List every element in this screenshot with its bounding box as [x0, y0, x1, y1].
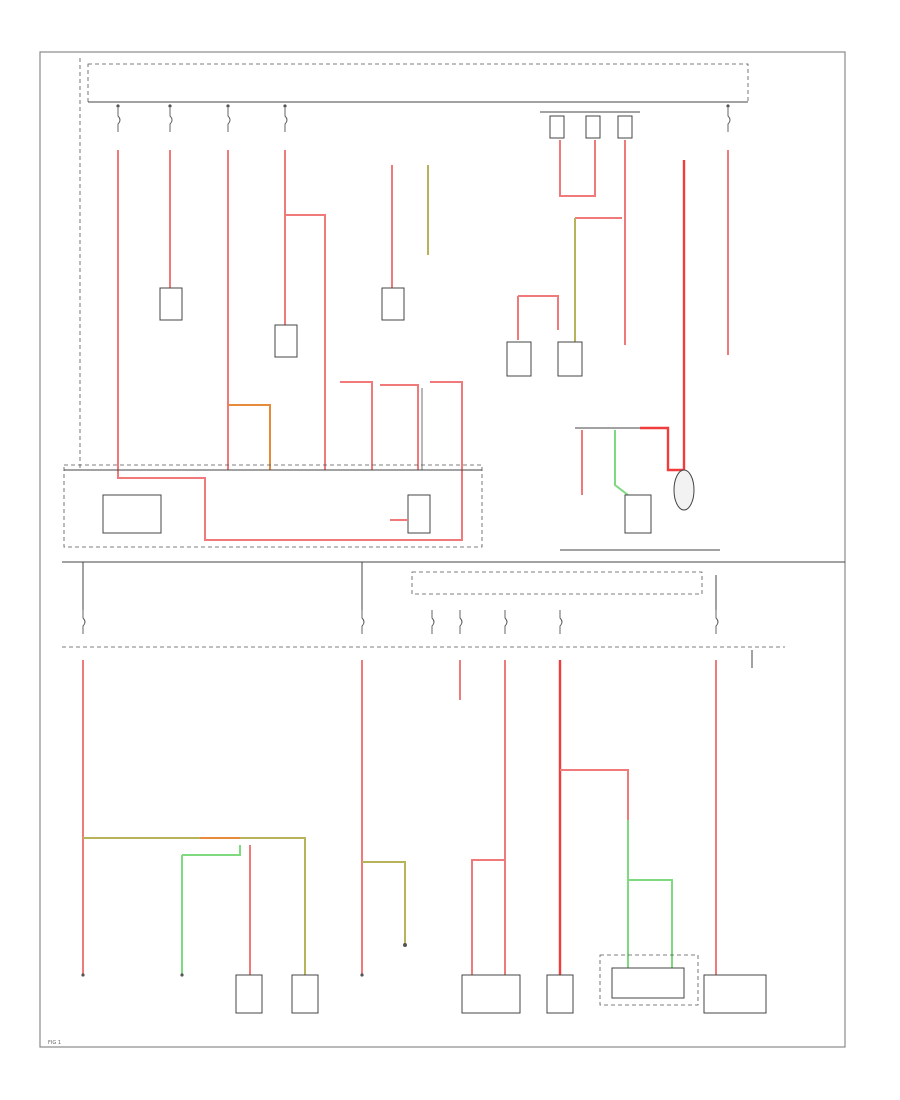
upper-fuse-row	[116, 104, 731, 132]
relay-block	[624, 494, 652, 534]
connector-block-2	[274, 324, 298, 358]
sensor-block-b	[557, 341, 583, 377]
lower-components	[81, 943, 767, 1014]
battery-lamp	[673, 469, 695, 511]
upper-left-components	[159, 287, 405, 358]
lower-wires	[82, 650, 753, 975]
upper-right-section	[506, 111, 729, 551]
footer-code: FIG 1	[48, 1040, 61, 1046]
sensor-block-a	[506, 341, 532, 377]
power-distribution-box	[63, 464, 483, 548]
lamp-module-1	[235, 974, 263, 1014]
upper-power-bus	[79, 58, 749, 470]
lower-power-bus	[62, 561, 845, 648]
diagram-frame	[39, 51, 846, 1048]
cluster-module	[461, 974, 521, 1014]
upper-left-wires	[117, 150, 463, 470]
lower-fuse-row	[82, 562, 719, 634]
lamp-module-2	[291, 974, 319, 1014]
connector-block-3	[381, 287, 405, 321]
connector-block-1	[159, 287, 183, 321]
sensor-module	[546, 974, 574, 1014]
